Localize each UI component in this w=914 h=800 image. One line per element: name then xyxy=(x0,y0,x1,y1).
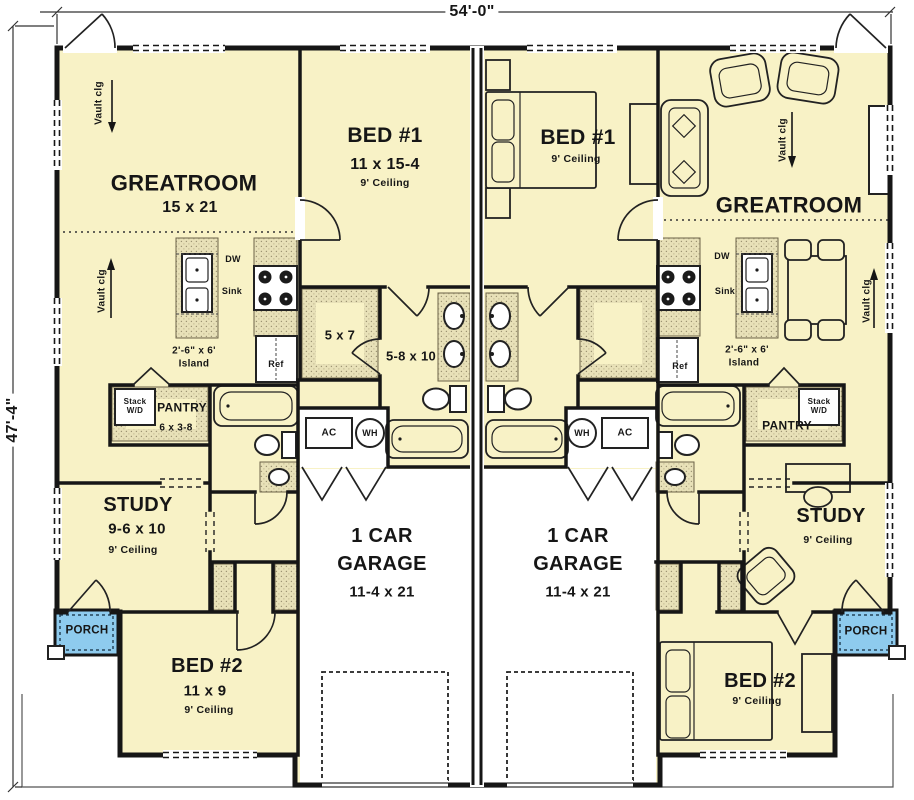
study-right-side-opening xyxy=(739,512,749,552)
toilet-left-master-tank xyxy=(449,385,467,413)
wh-left-circle xyxy=(355,418,385,448)
nightstand-2 xyxy=(485,187,511,219)
pantry-left-bifold xyxy=(132,366,171,386)
porch-left-step xyxy=(47,645,65,660)
utility-left-doors xyxy=(301,466,387,502)
toilet-left-master-bowl xyxy=(422,387,450,411)
kitchen-sink-left xyxy=(181,253,213,313)
ac-left-box xyxy=(305,417,353,449)
dining-chair xyxy=(817,239,845,261)
sink-right-bath2 xyxy=(664,468,686,486)
toilet-right-master-tank xyxy=(487,385,505,413)
pillow xyxy=(491,141,515,183)
sink-left-bath2 xyxy=(268,468,290,486)
garage-left-door xyxy=(322,782,448,788)
wh-right-circle xyxy=(567,418,597,448)
vanity-right-bath2 xyxy=(655,461,695,493)
porch-right-step xyxy=(888,645,906,660)
desk-chair xyxy=(803,486,833,508)
counter-right-bottom xyxy=(656,309,701,337)
utility-right-doors xyxy=(567,466,653,502)
tub-right-master xyxy=(485,419,569,459)
closet-right-hall1 xyxy=(655,563,680,611)
kitchen-sink-right xyxy=(741,253,773,313)
toilet-left-bath2-bowl xyxy=(254,434,280,456)
dresser-bed1-right xyxy=(629,103,659,185)
pillow xyxy=(491,99,515,141)
counter-left-bottom xyxy=(253,309,298,337)
throw-pillow xyxy=(671,113,697,139)
dining-chair xyxy=(817,319,845,341)
fixtures-left xyxy=(114,253,469,486)
counter-left-top xyxy=(253,237,298,267)
pillow xyxy=(665,695,691,739)
vault-arrows xyxy=(107,80,878,328)
garage-right-door xyxy=(507,782,633,788)
pillow xyxy=(665,649,691,693)
porch-right-door xyxy=(841,579,885,613)
entry-door-right xyxy=(835,13,887,49)
closet-right-door xyxy=(577,338,607,375)
porch-left-door xyxy=(67,579,111,613)
toilet-right-bath2-tank xyxy=(657,431,673,459)
stack-wd-right-box xyxy=(798,388,840,426)
tub-left-master xyxy=(385,419,469,459)
pantry-right-bifold xyxy=(767,366,801,386)
study-left-side-opening xyxy=(205,512,215,552)
toilet-right-master-bowl xyxy=(504,387,532,411)
armchair-1 xyxy=(709,52,771,108)
fixtures-right xyxy=(485,253,840,486)
garage-right-floor xyxy=(484,469,656,783)
toilet-right-bath2-bowl xyxy=(674,434,700,456)
armchair-study xyxy=(736,546,796,606)
toilet-left-bath2-tank xyxy=(281,431,297,459)
bed1-left-door xyxy=(299,199,341,241)
closet-left-door xyxy=(351,338,381,375)
bath-right-door xyxy=(527,286,570,317)
dining-table xyxy=(787,255,847,325)
ac-right-box xyxy=(601,417,649,449)
garage-left-floor xyxy=(300,469,470,783)
furniture-right xyxy=(485,51,892,741)
bed2-right-bed xyxy=(659,641,773,741)
closet-left-hall1 xyxy=(211,563,236,611)
study-right-opening xyxy=(749,478,794,488)
counter-right-top xyxy=(656,237,701,267)
bath2-right-door xyxy=(666,491,700,525)
nightstand-1 xyxy=(485,59,511,91)
interior-walls xyxy=(55,46,892,757)
doors xyxy=(63,13,888,651)
walls xyxy=(54,45,893,788)
porch-right-area xyxy=(833,608,899,657)
garage-doors xyxy=(321,671,634,790)
study-left-opening xyxy=(160,478,205,488)
bed1-right-door xyxy=(617,199,659,241)
porches xyxy=(47,608,906,660)
party-wall xyxy=(471,48,483,785)
stack-wd-left-box xyxy=(114,388,156,426)
bed2-left-door xyxy=(236,611,276,651)
armchair-2 xyxy=(776,51,840,105)
dining-chair xyxy=(784,319,812,341)
windows xyxy=(52,43,895,760)
bath2-left-door xyxy=(254,491,288,525)
dresser-bed2-right xyxy=(801,653,833,733)
entry-door-left xyxy=(64,13,116,49)
dining-chair xyxy=(784,239,812,261)
closet-left-hall2 xyxy=(274,563,299,611)
throw-pillow xyxy=(671,159,697,185)
bath-left-door xyxy=(387,286,430,317)
bed2-right-bifold xyxy=(776,611,814,646)
